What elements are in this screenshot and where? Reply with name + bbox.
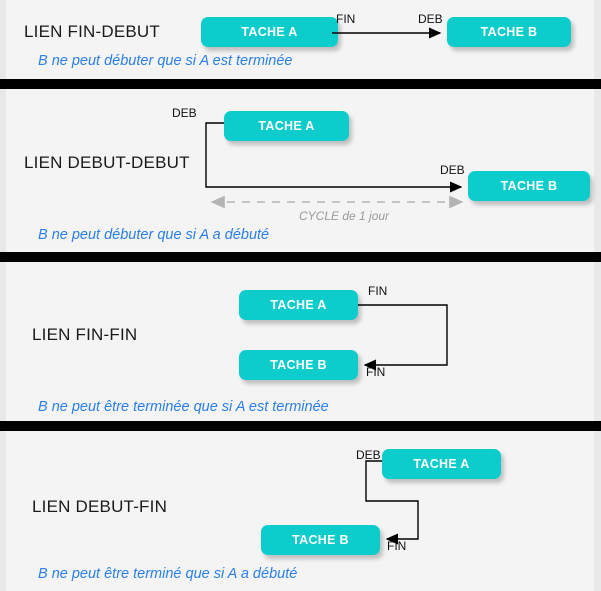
task-box-a-label: TACHE A	[413, 457, 470, 471]
section-divider-3	[0, 421, 601, 431]
edge-label-to: FIN	[387, 539, 407, 553]
edge-label-from: FIN	[368, 284, 388, 298]
section-divider-1	[0, 79, 601, 89]
left-gutter	[0, 0, 6, 591]
section-divider-2	[0, 252, 601, 262]
section-debut-fin: LIEN DEBUT-FIN TACHE A TACHE B DEB FIN B…	[6, 431, 594, 591]
cycle-duration-label: CYCLE de 1 jour	[299, 209, 390, 223]
section-debut-debut: LIEN DEBUT-DEBUT TACHE A TACHE B DEB DEB	[6, 89, 594, 252]
section-caption: B ne peut débuter que si A est terminée	[38, 53, 293, 69]
task-box-a[interactable]: TACHE A	[201, 17, 338, 47]
task-box-b-label: TACHE B	[270, 358, 327, 372]
task-box-b[interactable]: TACHE B	[261, 525, 380, 555]
task-box-b-label: TACHE B	[480, 25, 538, 39]
task-box-b[interactable]: TACHE B	[447, 17, 571, 47]
task-box-b[interactable]: TACHE B	[239, 350, 358, 380]
edge-label-to: DEB	[440, 163, 465, 177]
section-fin-debut: LIEN FIN-DEBUT TACHE A TACHE B FIN DEB B…	[6, 0, 594, 79]
edge-label-to: DEB	[418, 12, 443, 26]
section-title: LIEN DEBUT-DEBUT	[24, 153, 190, 172]
task-box-a-label: TACHE A	[241, 25, 298, 39]
task-box-a-label: TACHE A	[270, 298, 327, 312]
edge-label-to: FIN	[366, 365, 386, 379]
section-title: LIEN DEBUT-FIN	[32, 497, 168, 516]
section-caption: B ne peut être terminée que si A est ter…	[38, 399, 329, 415]
task-box-a[interactable]: TACHE A	[224, 111, 349, 141]
task-box-b[interactable]: TACHE B	[468, 171, 590, 201]
section-title: LIEN FIN-FIN	[32, 325, 138, 344]
edge-label-from: DEB	[172, 106, 197, 120]
edge-label-from: DEB	[356, 448, 381, 462]
section-fin-fin: LIEN FIN-FIN TACHE A TACHE B FIN FIN B n…	[6, 262, 594, 421]
section-caption: B ne peut être terminé que si A a débuté	[38, 566, 298, 582]
right-gutter	[594, 0, 601, 591]
task-box-b-label: TACHE B	[292, 533, 349, 547]
task-box-a[interactable]: TACHE A	[382, 449, 501, 479]
section-title: LIEN FIN-DEBUT	[24, 22, 160, 41]
section-caption: B ne peut débuter que si A a débuté	[38, 227, 270, 243]
task-box-b-label: TACHE B	[500, 179, 558, 193]
edge-label-from: FIN	[336, 12, 356, 26]
task-box-a[interactable]: TACHE A	[239, 290, 358, 320]
task-box-a-label: TACHE A	[258, 119, 315, 133]
